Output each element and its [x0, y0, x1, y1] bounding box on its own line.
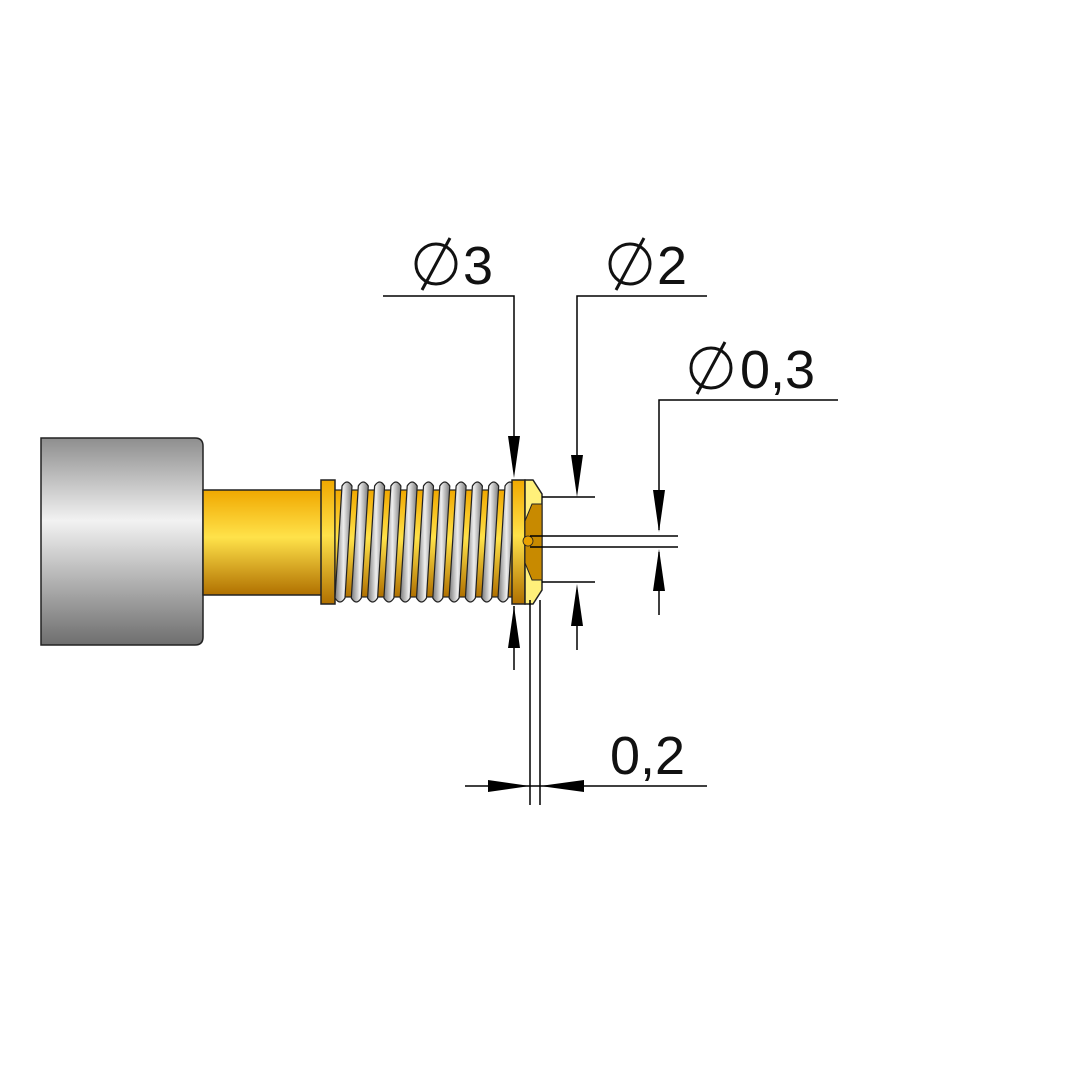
dimension-tip-diameter: 2 — [542, 236, 707, 650]
diameter-symbol-icon — [414, 237, 458, 291]
hole-diameter-value: 0,3 — [740, 340, 815, 400]
spring — [334, 481, 516, 603]
dimension-hole-diameter: 0,3 — [530, 340, 838, 615]
dimension-outer-diameter: 3 — [383, 236, 520, 670]
spring-coil — [366, 481, 386, 603]
tip-ball — [522, 535, 534, 547]
spring-coil — [481, 481, 500, 603]
spring-coil — [448, 481, 467, 603]
tip-cavity — [524, 503, 543, 581]
pin-part — [40, 437, 543, 646]
spring-coil — [415, 481, 435, 603]
head-cylinder — [40, 437, 204, 646]
spring-coil — [399, 481, 418, 603]
tip-offset-value: 0,2 — [610, 726, 685, 786]
outer-diameter-value: 3 — [463, 236, 493, 296]
spring-coil — [334, 481, 353, 603]
spring-coil — [464, 481, 484, 603]
spring-coil — [383, 481, 402, 603]
spring-coil — [497, 481, 516, 603]
shaft — [202, 489, 323, 596]
diameter-symbol-icon — [689, 341, 733, 395]
rear-collar — [320, 479, 336, 605]
tip-diameter-value: 2 — [657, 236, 687, 296]
spring-coil — [350, 481, 369, 603]
diameter-symbol-icon — [608, 237, 652, 291]
dimension-tip-offset: 0,2 — [465, 600, 707, 805]
spring-coil — [432, 481, 451, 603]
